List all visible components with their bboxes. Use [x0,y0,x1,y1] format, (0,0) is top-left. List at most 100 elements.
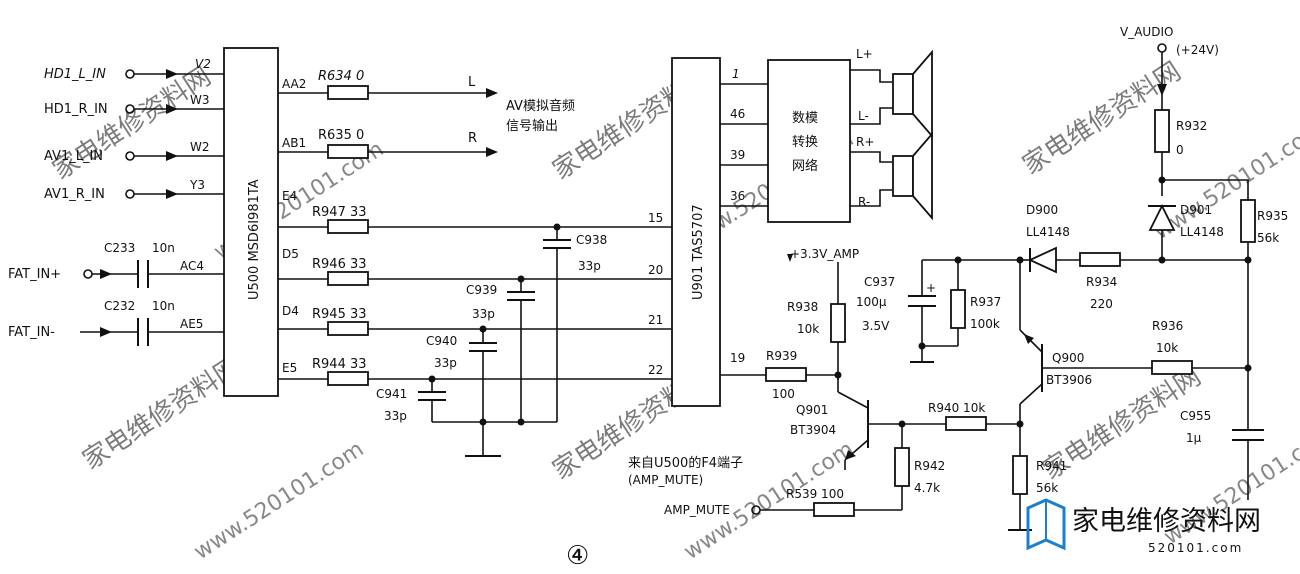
u500-chip: U500 MSD6I981TA [223,47,279,397]
input-label-av1-r: AV1_R_IN [44,187,105,202]
u901-pin-19: 19 [730,351,745,365]
r939-value: 100 [772,387,795,401]
spk-lminus: L- [858,109,869,123]
u901-pin-20: 20 [648,263,663,277]
r941-value: 56k [1036,481,1058,495]
r944-label: R944 33 [312,357,367,372]
pin-d4: D4 [282,304,299,318]
c940-value: 33p [434,356,457,370]
r935-label: R935 [1257,209,1288,223]
from-u500-label-1: 来自U500的F4端子 [628,455,743,471]
r936-value: 10k [1156,341,1178,355]
spk-rminus: R- [858,195,870,209]
r945-label: R945 33 [312,307,367,322]
r941-label: R941 [1036,459,1067,473]
r939-label: R939 [766,349,797,363]
v33-amp-label: +3.3V_AMP [790,247,859,261]
q901-type: BT3904 [790,423,836,437]
u901-pin-21: 21 [648,313,663,327]
c941-label: C941 [376,387,407,401]
r932-label: R932 [1176,119,1207,133]
speaker-icon [892,49,933,139]
mute-circuit: +3.3V_AMP R938 10k R939 100 Q901 BT3904 … [628,25,1288,531]
from-u500-label-2: (AMP_MUTE) [628,473,703,487]
pin-ae5: AE5 [180,317,203,331]
watermark: 家电维修资料网 [77,352,246,476]
u901-out-pin-39: 39 [730,148,745,162]
r938-label: R938 [787,300,818,314]
output-r: R [468,131,477,146]
dac-label-3: 网络 [792,158,818,174]
pin-ab1: AB1 [282,136,306,150]
v-audio-value: (+24V) [1176,43,1219,57]
fat-input-section: FAT_IN+ C233 10n AC4 FAT_IN- C232 10n AE… [8,241,224,346]
r946-label: R946 33 [312,257,367,272]
input-wires [125,69,224,199]
q901-label: Q901 [796,403,828,417]
pin-d5: D5 [282,247,299,261]
pin-ac4: AC4 [180,259,204,273]
dac-label-1: 数模 [792,111,818,126]
spk-rplus: R+ [856,135,874,149]
r935-value: 56k [1257,231,1279,245]
pin-aa2: AA2 [282,77,306,91]
r934-value: 220 [1090,297,1113,311]
u901-out-pin-36: 36 [730,189,745,203]
c937-value-1: 100μ [856,295,887,309]
speaker-icon [892,131,933,221]
fat-in-minus-label: FAT_IN- [8,325,55,340]
input-label-av1-l: AV1_L_IN [44,149,103,164]
c955-value: 1μ [1186,431,1202,445]
input-label-hd1-l: HD1_L_IN [44,67,106,82]
c938-value: 33p [578,259,601,273]
r936-label: R936 [1152,319,1183,333]
c939-label: C939 [466,283,497,297]
watermark: www.520101.com [190,437,369,565]
u500-output-section: AA2 R634 0 L AB1 R635 0 R AV模拟音频 信号输出 E4… [278,69,672,386]
r947-label: R947 33 [312,205,367,220]
site-logo: 家电维修资料网 520101.com [1026,498,1261,555]
input-label-hd1-r: HD1_R_IN [44,102,108,117]
pin-e5: E5 [282,361,297,375]
c937-plus: + [926,281,936,295]
r932-value: 0 [1176,143,1184,157]
q900-label: Q900 [1052,351,1084,365]
c232-label: C232 [104,299,135,313]
av-output-label-2: 信号输出 [506,118,558,134]
c232-value: 10n [152,299,175,313]
pin-y3: Y3 [189,178,205,192]
r634-label: R634 0 [318,69,364,84]
r942-value: 4.7k [914,481,940,495]
c941-value: 33p [384,409,407,423]
v-audio-label: V_AUDIO [1120,25,1173,39]
c939-value: 33p [472,307,495,321]
u901-out-pin-46: 46 [730,107,745,121]
r539-label: R539 100 [786,487,844,501]
pin-e4: E4 [282,189,297,203]
r940-label: R940 10k [928,401,985,415]
pin-w3: W3 [190,93,210,107]
pin-v2: V2 [195,57,211,71]
capacitor-bank: C938 33p C939 33p C940 33p C941 33p [376,223,607,457]
d901-type: LL4148 [1180,225,1224,239]
r635-label: R635 0 [318,128,364,143]
fat-in-plus-label: FAT_IN+ [8,267,61,282]
r937-value: 100k [970,317,1000,331]
u901-label: U901 TAS5707 [691,204,706,300]
c233-value: 10n [152,241,175,255]
av-output-label-1: AV模拟音频 [506,98,575,114]
d900-type: LL4148 [1026,225,1070,239]
u901-out-pin-1: 1 [732,67,740,81]
spk-lplus: L+ [856,47,873,61]
logo-text: 家电维修资料网 [1072,506,1261,537]
dac-section: 1 46 39 36 数模 转换 网络 L+ L- R+ R- [720,47,933,223]
c233-label: C233 [104,241,135,255]
c937-label: C937 [864,275,895,289]
amp-mute-label: AMP_MUTE [664,503,730,517]
pin-w2: W2 [190,140,210,154]
figure-number: ④ [566,541,589,571]
r937-label: R937 [970,295,1001,309]
r934-label: R934 [1086,275,1117,289]
u901-chip: U901 TAS5707 15 20 21 22 19 [648,57,745,407]
